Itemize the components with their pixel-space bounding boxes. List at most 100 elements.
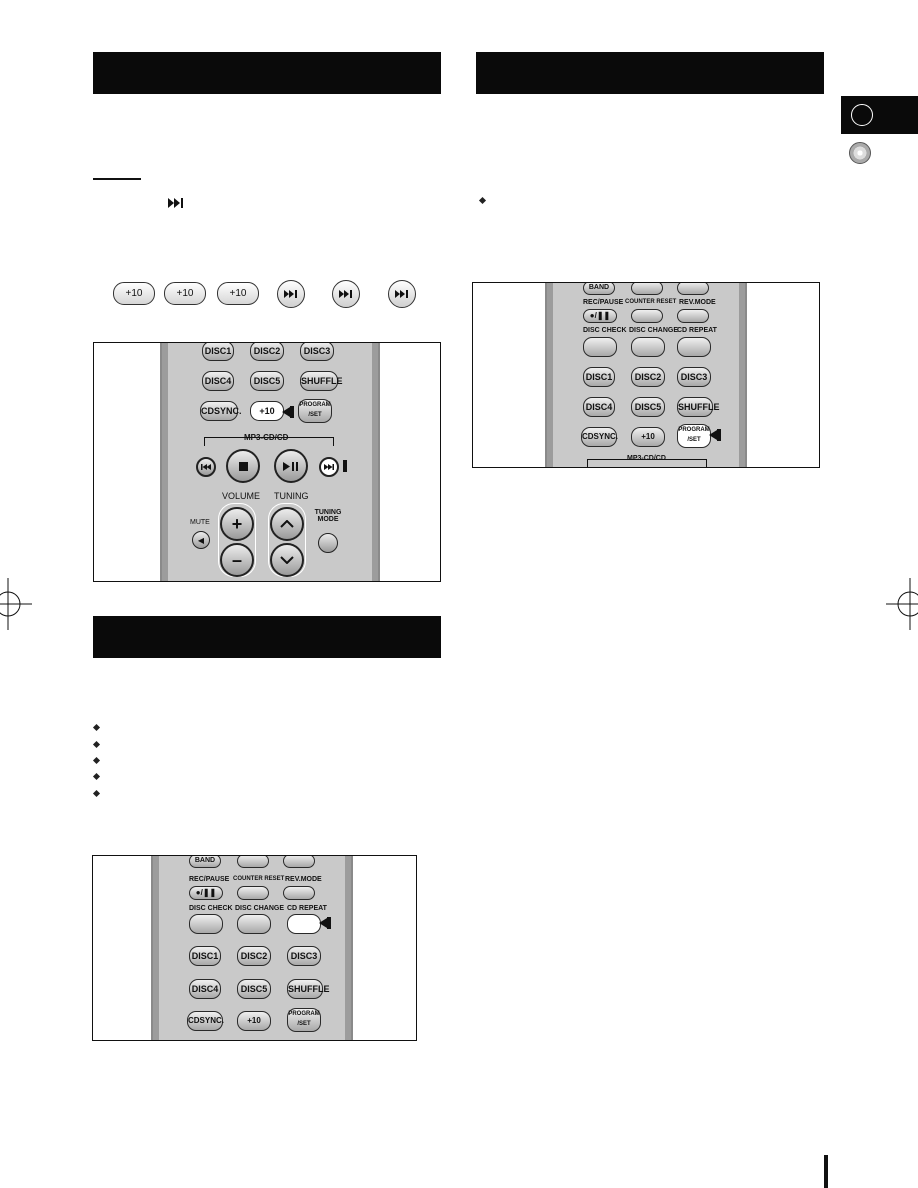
shuffle-button: SHUFFLE [287, 979, 330, 999]
volume-up-button: + [220, 507, 254, 541]
section-header-bar-top-left [93, 52, 441, 94]
disc-check-button [189, 914, 223, 934]
remote-figure-skip: DISC1 DISC2 DISC3 DISC4 DISC5 SHUFFLE CD… [93, 342, 441, 582]
pointer-block-icon [717, 429, 721, 441]
shuffle-button: SHUFFLE [300, 371, 343, 391]
cdsync-button: CDSYNC. [581, 427, 618, 447]
disc-check-label: DISC CHECK [583, 327, 627, 334]
disc-change-button [631, 337, 665, 357]
page-edge-bar [824, 1155, 828, 1188]
program-set-button: PROGRAM /SET [298, 399, 332, 423]
plus10-button: +10 [631, 427, 665, 447]
bullet-diamond [92, 756, 101, 765]
mp3-cd-label: MP3-CD/CD [627, 455, 666, 462]
disc5-button: DISC5 [250, 371, 284, 391]
tuning-mode-label: TUNING MODE [314, 509, 342, 523]
registration-mark-left [0, 578, 32, 630]
cdsync-button: CDSYNC. [187, 1011, 224, 1031]
cd-repeat-label: CD REPEAT [677, 327, 717, 334]
plus10-button-highlight: +10 [250, 401, 284, 421]
tuning-label: TUNING [274, 491, 309, 501]
disc-change-label: DISC CHANGE [235, 905, 285, 912]
band-button: BAND [583, 283, 615, 295]
disc3-button: DISC3 [287, 946, 321, 966]
plus10-button: +10 [237, 1011, 271, 1031]
cd-icon [849, 142, 871, 164]
bullet-diamond [478, 196, 487, 205]
pointer-block-icon [343, 460, 347, 472]
blank-button [631, 283, 663, 295]
rec-pause-button: ●/❚❚ [189, 886, 223, 900]
rev-mode-button [677, 309, 709, 323]
mp3-cd-bracket [204, 437, 334, 446]
mute-button: ◀ [192, 531, 210, 549]
cd-repeat-button [677, 337, 711, 357]
disc-change-label: DISC CHANGE [629, 327, 679, 334]
cd-repeat-button-highlight [287, 914, 321, 934]
pointer-arrow-icon [319, 918, 327, 928]
disc-check-label: DISC CHECK [189, 905, 233, 912]
disc5-button: DISC5 [631, 397, 665, 417]
next-button [319, 457, 339, 477]
counter-reset-button [631, 309, 663, 323]
disc1-button: DISC1 [189, 946, 221, 966]
skip-forward-icon-2 [332, 280, 360, 308]
counter-reset-label: COUNTER RESET [233, 876, 285, 882]
blank-button [237, 856, 269, 868]
bullet-diamond [92, 723, 101, 732]
remote-body: BAND REC/PAUSE COUNTER RESET REV.MODE ●/… [151, 856, 353, 1040]
disc1-button: DISC1 [202, 343, 234, 361]
remote-body: DISC1 DISC2 DISC3 DISC4 DISC5 SHUFFLE CD… [160, 343, 380, 581]
section-header-bar-top-right [476, 52, 824, 94]
mute-label: MUTE [190, 519, 210, 526]
bullet-diamond [92, 789, 101, 798]
program-set-button: PROGRAM /SET [287, 1008, 321, 1032]
disc3-button: DISC3 [677, 367, 711, 387]
disc-change-button [237, 914, 271, 934]
disc-check-button [583, 337, 617, 357]
rec-pause-button: ●/❚❚ [583, 309, 617, 323]
volume-down-button: – [220, 543, 254, 577]
prev-button [196, 457, 216, 477]
band-button: BAND [189, 856, 221, 868]
tuning-up-button [270, 507, 304, 541]
disc4-button: DISC4 [189, 979, 221, 999]
section-header-bar-bottom-left [93, 616, 441, 658]
skip-forward-inline-icon [168, 198, 184, 211]
plus10-button-3: +10 [217, 282, 259, 305]
disc2-button: DISC2 [237, 946, 271, 966]
plus10-button-2: +10 [164, 282, 206, 305]
mp3-cd-bracket [587, 459, 707, 467]
language-tab-circle [851, 104, 873, 126]
rev-mode-label: REV.MODE [285, 876, 322, 883]
disc4-button: DISC4 [202, 371, 234, 391]
disc5-button: DISC5 [237, 979, 271, 999]
disc1-button: DISC1 [583, 367, 615, 387]
stop-button [226, 449, 260, 483]
language-tab [841, 96, 918, 134]
remote-figure-program: BAND REC/PAUSE COUNTER RESET REV.MODE ●/… [472, 282, 820, 468]
cdsync-button: CDSYNC. [200, 401, 242, 421]
shuffle-button: SHUFFLE [677, 397, 720, 417]
play-pause-button [274, 449, 308, 483]
tuning-down-button [270, 543, 304, 577]
volume-label: VOLUME [222, 491, 261, 501]
blank-button [283, 856, 315, 868]
rec-pause-label: REC/PAUSE [189, 876, 230, 883]
disc3-button: DISC3 [300, 343, 334, 361]
plus10-button-1: +10 [113, 282, 155, 305]
rev-mode-button [283, 886, 315, 900]
blank-button [677, 283, 709, 295]
bullet-diamond [92, 772, 101, 781]
remote-body: BAND REC/PAUSE COUNTER RESET REV.MODE ●/… [545, 283, 747, 467]
heading-underline [93, 178, 141, 180]
pointer-block-icon [290, 406, 294, 418]
disc2-button: DISC2 [250, 343, 284, 361]
counter-reset-button [237, 886, 269, 900]
disc4-button: DISC4 [583, 397, 615, 417]
skip-forward-icon-1 [277, 280, 305, 308]
remote-figure-repeat: BAND REC/PAUSE COUNTER RESET REV.MODE ●/… [92, 855, 417, 1041]
skip-forward-icon-3 [388, 280, 416, 308]
pointer-arrow-icon [282, 407, 290, 417]
bullet-diamond [92, 740, 101, 749]
